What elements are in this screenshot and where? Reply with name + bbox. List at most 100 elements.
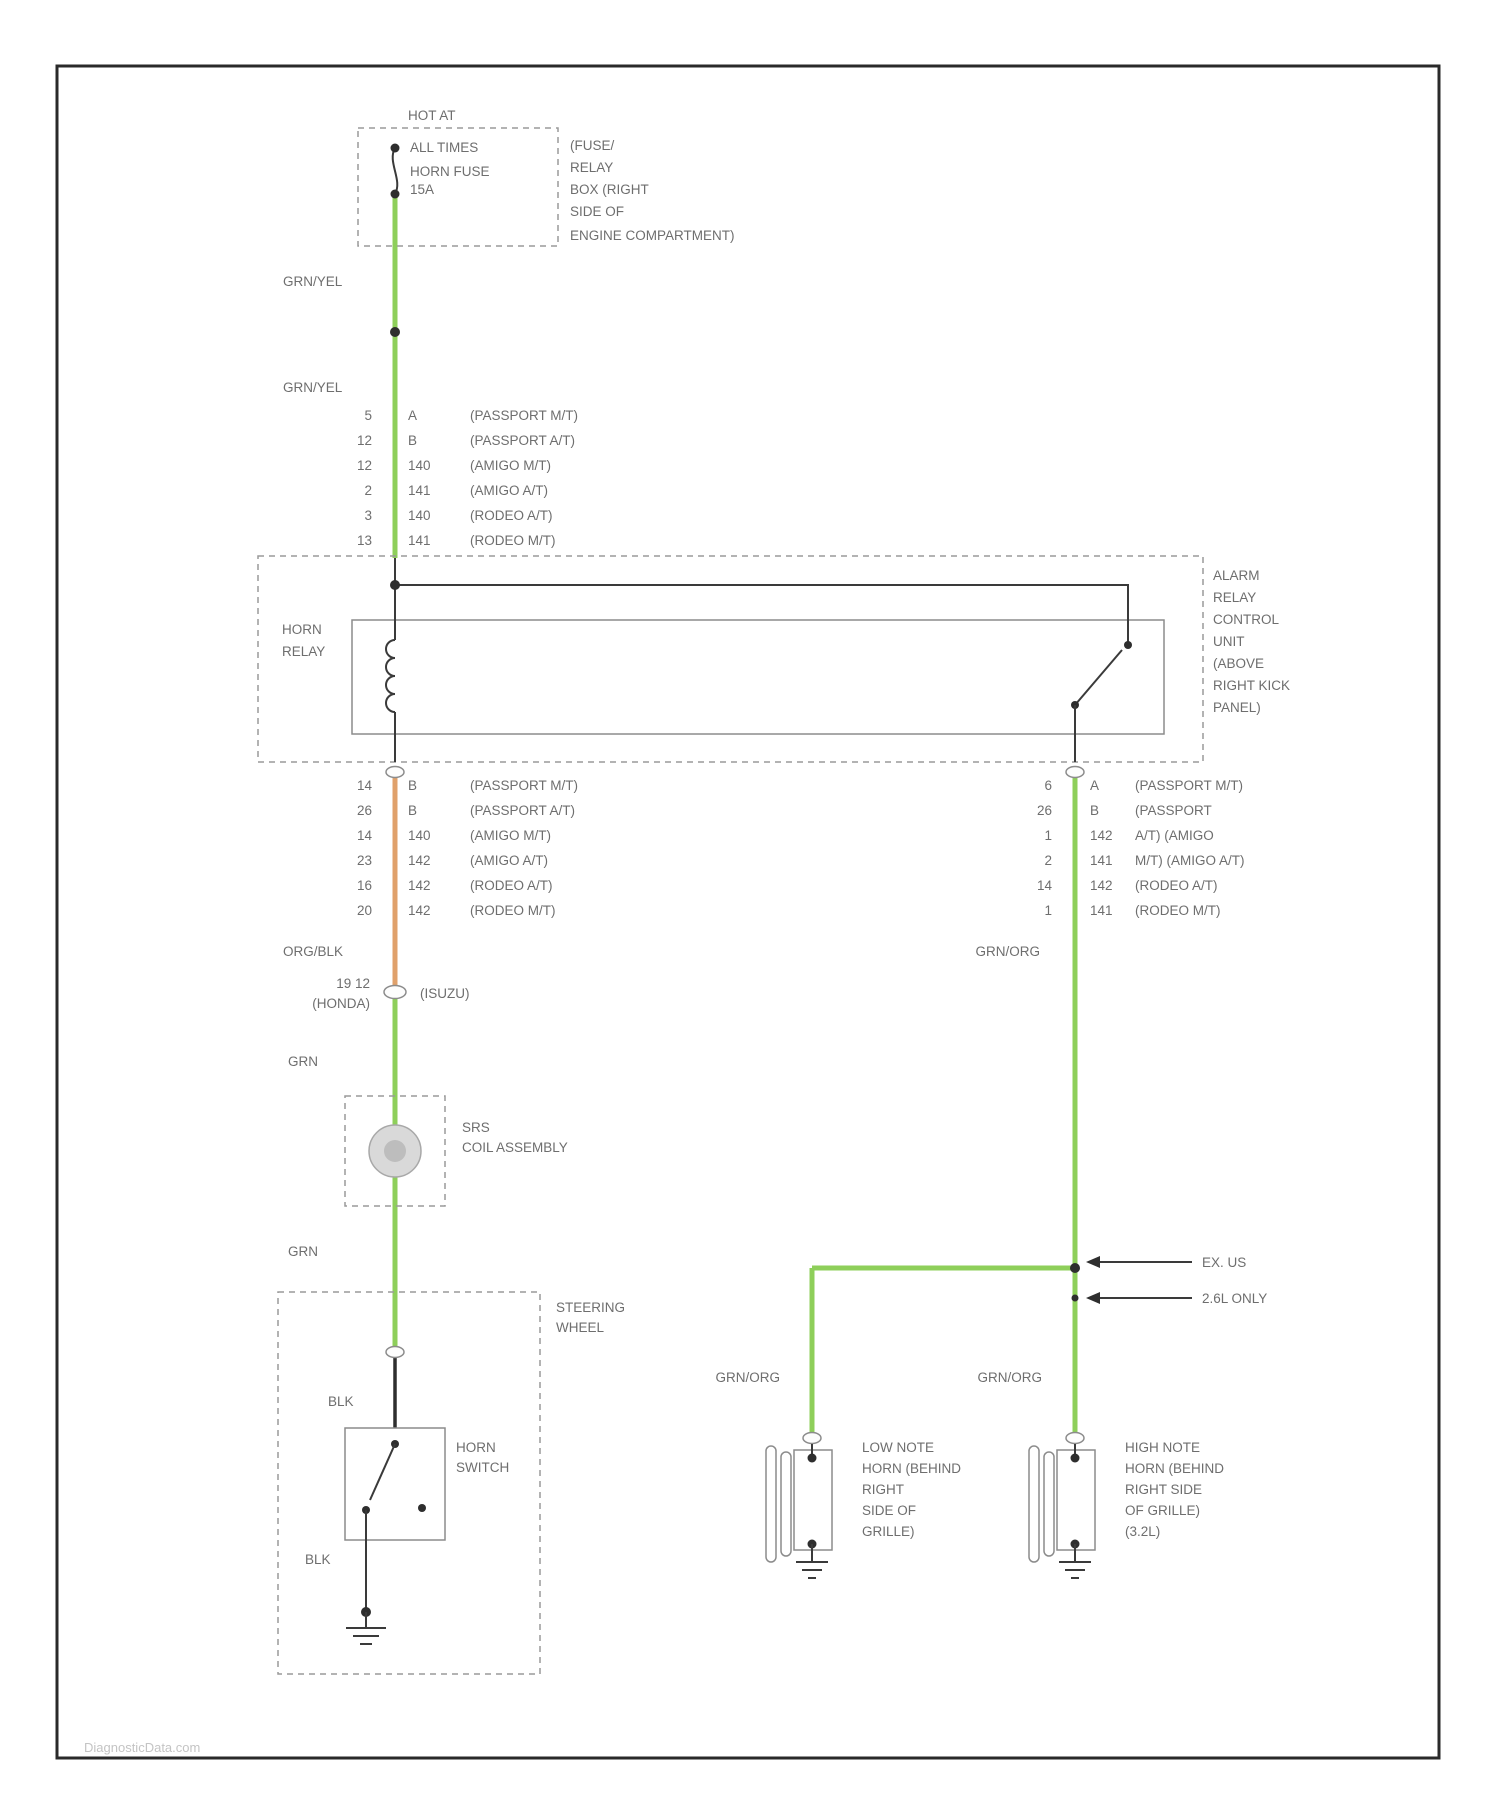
pin-number: 140 <box>408 508 431 523</box>
pin-number: 142 <box>1090 828 1113 843</box>
pin-number: 142 <box>408 903 431 918</box>
wire-label-blk: BLK <box>305 1552 331 1567</box>
pin-number: 14 <box>357 778 373 793</box>
relay-note-line: PANEL) <box>1213 700 1261 715</box>
branch-dot <box>1070 1263 1080 1273</box>
horn-terminal-dot <box>807 1453 817 1463</box>
pin-label: (PASSPORT M/T) <box>470 408 578 423</box>
relay-pin-connector-left <box>385 765 405 779</box>
horn-relay-box <box>257 555 1204 763</box>
steering-connector <box>385 1345 405 1359</box>
horn-terminal-dot <box>1070 1453 1080 1463</box>
high-note-horn <box>1028 1431 1096 1579</box>
inline-connector-left-label: (HONDA) <box>312 996 370 1011</box>
pin-label: (AMIGO M/T) <box>470 828 551 843</box>
wire-label-org-blk: ORG/BLK <box>283 944 343 959</box>
horn-body <box>793 1449 833 1551</box>
pin-label: (AMIGO A/T) <box>470 853 548 868</box>
pin-number: 140 <box>408 828 431 843</box>
branch-dot-small <box>1071 1294 1079 1302</box>
pin-label: (RODEO A/T) <box>470 508 553 523</box>
relay-feed-line <box>395 584 1129 645</box>
wire-label-grn: GRN <box>288 1244 318 1259</box>
pin-number: 141 <box>1090 903 1113 918</box>
pin-number: 26 <box>1037 803 1052 818</box>
pin-label: (PASSPORT A/T) <box>470 803 575 818</box>
pin-number: 2 <box>364 483 372 498</box>
relay-note-line: RIGHT KICK <box>1213 678 1290 693</box>
junction-dot <box>390 327 400 337</box>
pin-number: 12 <box>357 433 372 448</box>
low-horn-label-line: LOW NOTE <box>862 1440 934 1455</box>
pin-label: (RODEO M/T) <box>470 533 556 548</box>
fuse-terminal-dot-bottom <box>390 189 400 199</box>
watermark: DiagnosticData.com <box>84 1740 200 1755</box>
pin-table-left: 14 B (PASSPORT M/T) 26 B (PASSPORT A/T) … <box>357 778 578 918</box>
fuse-symbol <box>391 147 399 195</box>
pin-label: (PASSPORT M/T) <box>470 778 578 793</box>
wire-label-grn-org: GRN/ORG <box>715 1370 780 1385</box>
note-arrowhead-icon <box>1086 1256 1100 1268</box>
pin-number: 26 <box>357 803 372 818</box>
pin-label: (RODEO A/T) <box>1135 878 1218 893</box>
pin-number: 140 <box>408 458 431 473</box>
low-horn-label-line: RIGHT <box>862 1482 904 1497</box>
inline-connector-right-label: (ISUZU) <box>420 986 470 1001</box>
ground-bars <box>796 1544 828 1579</box>
srs-coil-center <box>384 1140 406 1162</box>
low-horn-label-line: HORN (BEHIND <box>862 1461 961 1476</box>
pin-number: 142 <box>408 878 431 893</box>
pin-number: B <box>408 803 417 818</box>
horn-switch-label-line: HORN <box>456 1440 496 1455</box>
pin-label: (RODEO M/T) <box>1135 903 1221 918</box>
inline-connector <box>383 984 407 1000</box>
page-border <box>55 64 1441 1760</box>
pin-label: (PASSPORT A/T) <box>470 433 575 448</box>
pin-label: (PASSPORT <box>1135 803 1212 818</box>
pin-label: (PASSPORT M/T) <box>1135 778 1243 793</box>
relay-note-line: CONTROL <box>1213 612 1279 627</box>
horn-trumpet-outer <box>765 1445 777 1563</box>
pin-number: 16 <box>357 878 372 893</box>
relay-note-line: (ABOVE <box>1213 656 1264 671</box>
all-times-label: ALL TIMES <box>410 140 478 155</box>
pin-number: B <box>408 433 417 448</box>
high-horn-label-line: HIGH NOTE <box>1125 1440 1200 1455</box>
horn-connector <box>1065 1431 1085 1445</box>
wire-label-grn-yel: GRN/YEL <box>283 274 343 289</box>
pin-label: A/T) (AMIGO <box>1135 828 1214 843</box>
relay-title-line: HORN <box>282 622 322 637</box>
pin-label: (RODEO A/T) <box>470 878 553 893</box>
high-horn-label-line: OF GRILLE) <box>1125 1503 1200 1518</box>
wire-label-grn: GRN <box>288 1054 318 1069</box>
pin-number: B <box>1090 803 1099 818</box>
srs-label-line: COIL ASSEMBLY <box>462 1140 568 1155</box>
steering-label-line: STEERING <box>556 1300 625 1315</box>
pin-number: A <box>1090 778 1099 793</box>
horn-switch-label-line: SWITCH <box>456 1460 509 1475</box>
pin-number: 1 <box>1044 828 1052 843</box>
relay-inner-body <box>351 619 1165 735</box>
horn-connector <box>802 1431 822 1445</box>
pin-number: 3 <box>364 508 372 523</box>
fuse-terminal-dot-top <box>390 143 400 153</box>
fuse-name-label: HORN FUSE <box>410 164 490 179</box>
relay-pin-connector-right <box>1065 765 1085 779</box>
pin-number: 142 <box>408 853 431 868</box>
pin-number: 141 <box>1090 853 1113 868</box>
relay-note-line: ALARM <box>1213 568 1260 583</box>
ground-bars <box>346 1612 386 1645</box>
pin-number: 142 <box>1090 878 1113 893</box>
horn-body <box>1056 1449 1096 1551</box>
relay-title-line: RELAY <box>282 644 325 659</box>
ground-bars <box>1059 1544 1091 1579</box>
horn-trumpet-outer <box>1028 1445 1040 1563</box>
pin-number: 141 <box>408 483 431 498</box>
pin-number: 6 <box>1044 778 1052 793</box>
pin-label: (RODEO M/T) <box>470 903 556 918</box>
srs-label-line: SRS <box>462 1120 490 1135</box>
high-horn-label-line: HORN (BEHIND <box>1125 1461 1224 1476</box>
note-arrow-top <box>1086 1256 1192 1268</box>
